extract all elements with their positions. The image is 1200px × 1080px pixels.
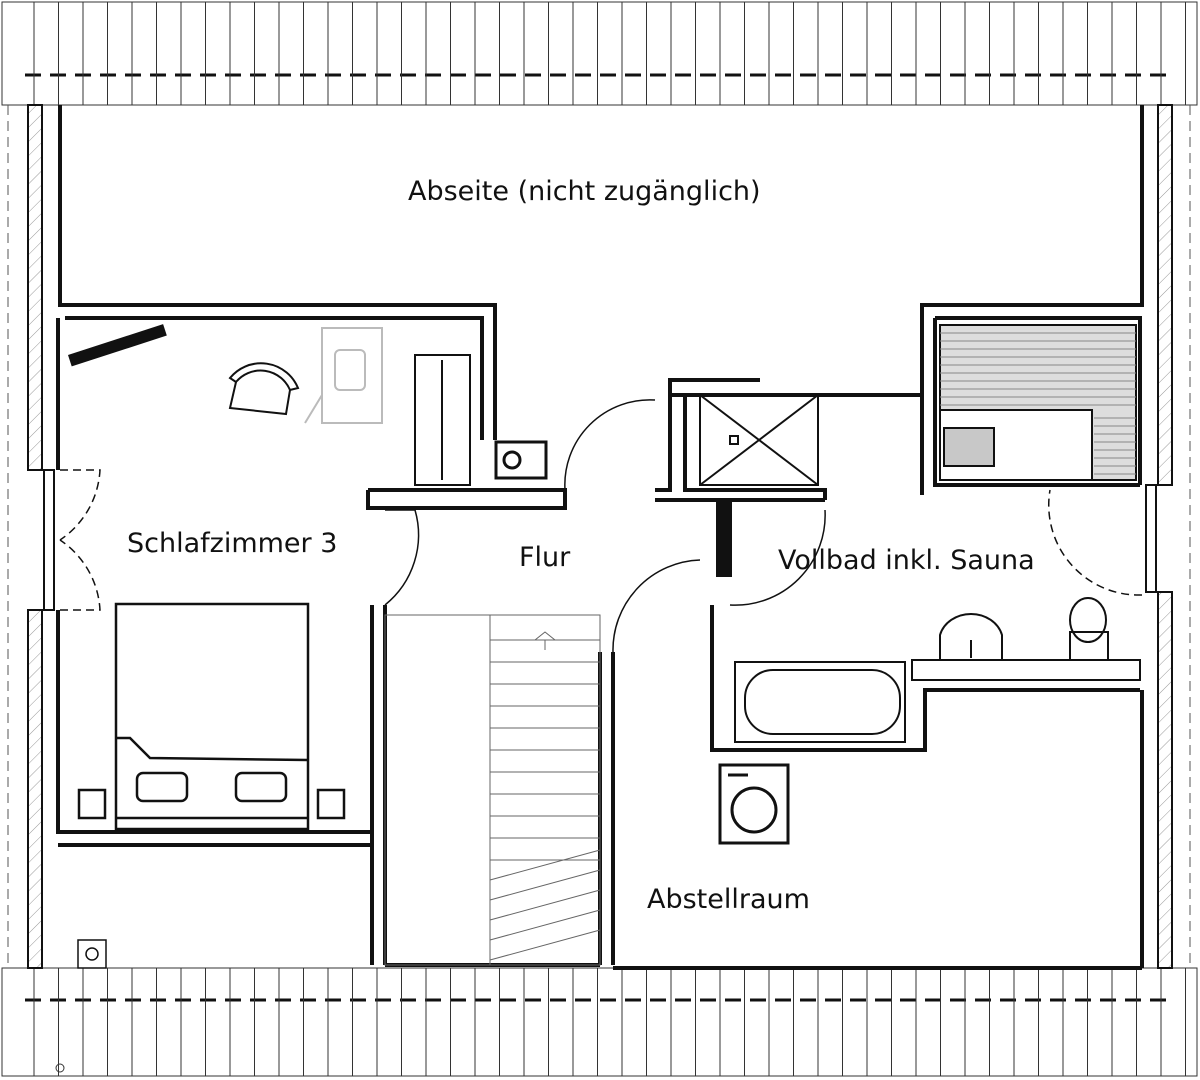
staircase — [384, 614, 601, 966]
toilet — [1069, 597, 1109, 661]
desk-board — [68, 324, 167, 367]
room-label-abstellraum: Abstellraum — [647, 884, 810, 915]
roof-bottom — [1, 967, 1198, 1077]
bathtub — [734, 661, 906, 743]
stair-step — [489, 869, 601, 901]
room-label-abseite: Abseite (nicht zugänglich) — [408, 176, 761, 207]
outer-walls — [7, 104, 1191, 969]
room-label-flur: Flur — [519, 542, 571, 573]
stair-step — [489, 889, 601, 921]
stair-step — [489, 849, 601, 881]
smoke-detector — [77, 939, 107, 969]
stair-step — [489, 909, 601, 941]
stair-step — [489, 929, 601, 961]
room-label-schlafzimmer: Schlafzimmer 3 — [127, 528, 338, 559]
wardrobe — [414, 354, 471, 486]
room-label-vollbad: Vollbad inkl. Sauna — [778, 545, 1035, 576]
roof-top — [1, 1, 1198, 106]
heater — [494, 440, 548, 480]
washing-machine — [718, 763, 790, 845]
sauna — [939, 324, 1137, 481]
armchair — [228, 362, 300, 416]
doors — [59, 399, 1143, 653]
desk-gray — [304, 327, 383, 424]
shower — [699, 394, 819, 486]
bed — [77, 602, 346, 831]
washbasin — [911, 612, 1141, 681]
chimney — [716, 502, 732, 577]
